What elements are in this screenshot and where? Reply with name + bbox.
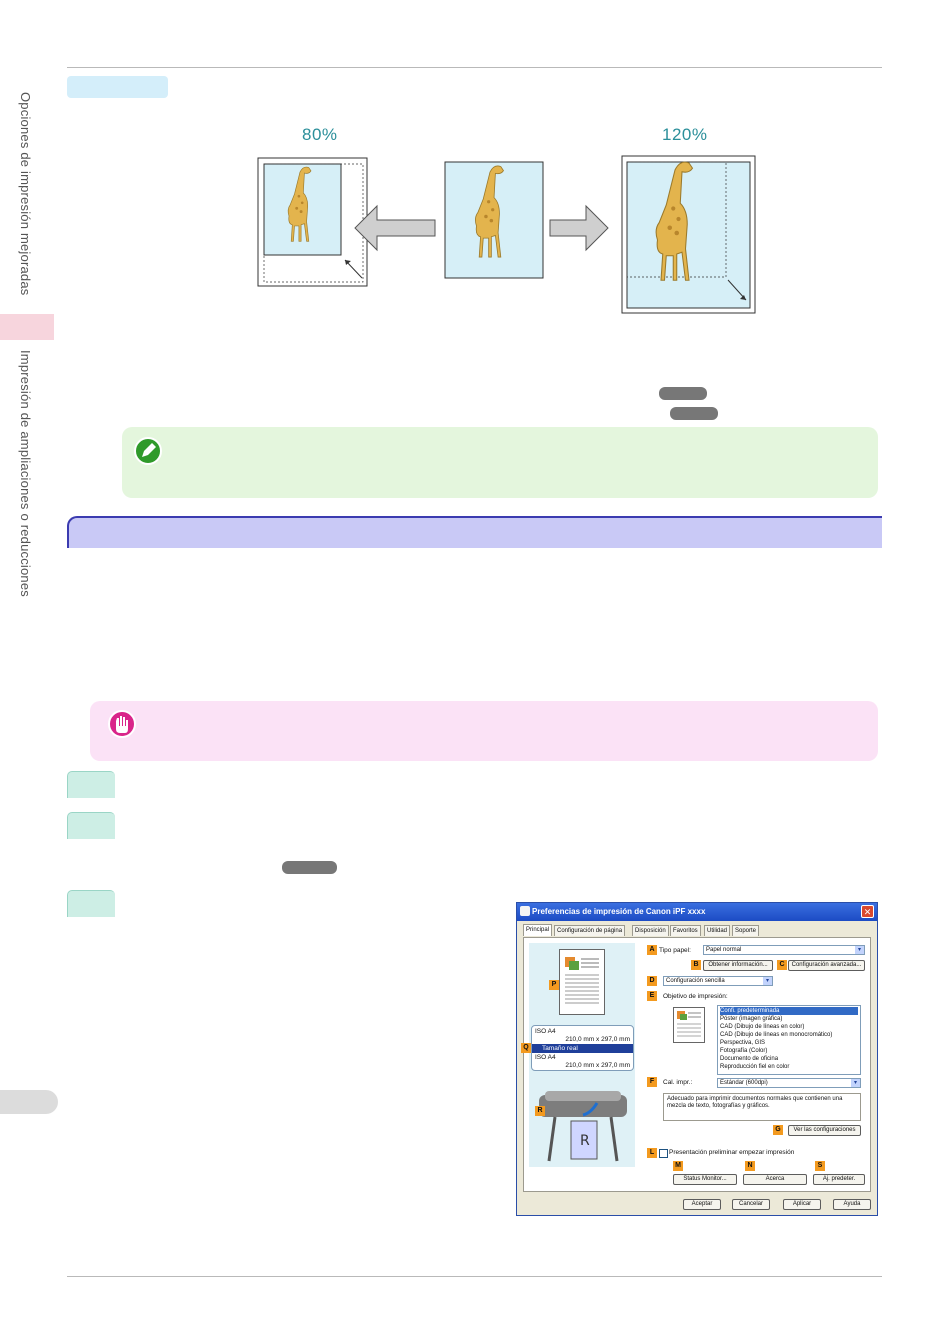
size-summary-box: ISO A4 210,0 mm x 297,0 mm Tamaño real I… <box>531 1025 634 1071</box>
callout-q: Q <box>521 1043 531 1053</box>
side-tab-marker <box>0 314 54 340</box>
objective-option[interactable]: Fotografía (Color) <box>720 1048 768 1054</box>
media-type-select[interactable]: Papel normal ▾ <box>703 945 865 955</box>
objective-option[interactable]: Documento de oficina <box>720 1056 779 1062</box>
callout-e: E <box>647 991 657 1001</box>
callout-m: M <box>673 1161 683 1171</box>
svg-text:R: R <box>580 1133 590 1149</box>
objective-option[interactable]: Póster (imagen gráfica) <box>720 1016 783 1022</box>
objective-document-icon <box>673 1007 705 1043</box>
side-section-title: Impresión de ampliaciones o reducciones <box>18 350 33 597</box>
page-reference-badge[interactable] <box>670 407 718 420</box>
side-chapter-title: Opciones de impresión mejoradas <box>18 92 33 296</box>
bottom-rule <box>67 1276 882 1277</box>
objective-option[interactable]: CAD (Dibujo de líneas en color) <box>720 1024 805 1030</box>
step-2-tab <box>67 812 115 839</box>
callout-g: G <box>773 1125 783 1135</box>
page-reference-badge[interactable] <box>282 861 337 874</box>
step-3-tab <box>67 890 115 917</box>
label-80-percent: 80% <box>302 125 338 144</box>
label-120-percent: 120% <box>662 125 708 144</box>
callout-d: D <box>647 976 657 986</box>
help-button[interactable]: Ayuda <box>833 1199 871 1210</box>
tab-favorites[interactable]: Favoritos <box>670 925 701 936</box>
status-monitor-button[interactable]: Status Monitor... <box>673 1174 737 1185</box>
defaults-button[interactable]: Aj. predeter. <box>813 1174 865 1185</box>
tab-page-setup[interactable]: Configuración de página <box>554 925 626 936</box>
callout-c: C <box>777 960 787 970</box>
objective-list[interactable]: Confi. predeterminada Póster (imagen grá… <box>717 1005 861 1075</box>
callout-n: N <box>745 1161 755 1171</box>
media-type-label: Tipo papel: <box>659 947 691 954</box>
callout-b: B <box>691 960 701 970</box>
callout-l: L <box>647 1148 657 1158</box>
output-dims: 210,0 mm x 297,0 mm <box>565 1062 630 1069</box>
view-settings-button[interactable]: Ver las configuraciones <box>788 1125 861 1136</box>
note-box <box>122 427 878 498</box>
top-rule <box>67 67 882 68</box>
description-box: Adecuado para imprimir documentos normal… <box>663 1093 861 1121</box>
original-size: ISO A4 <box>535 1028 556 1035</box>
page-120-percent <box>621 155 756 314</box>
dialog-title-bar[interactable]: Preferencias de impresión de Canon iPF x… <box>517 903 877 921</box>
callout-a: A <box>647 945 657 955</box>
get-info-button[interactable]: Obtener información... <box>703 960 773 971</box>
objective-option[interactable]: Perspectiva, GIS <box>720 1040 766 1046</box>
printer-illustration: R <box>539 1091 627 1162</box>
quality-value: Estándar (600dpi) <box>720 1080 768 1086</box>
ok-button[interactable]: Aceptar <box>683 1199 721 1210</box>
page-preview-thumbnail <box>559 949 605 1015</box>
dialog-title: Preferencias de impresión de Canon iPF x… <box>532 907 706 916</box>
chevron-down-icon: ▾ <box>851 1079 860 1087</box>
close-icon[interactable]: ✕ <box>861 905 874 918</box>
callout-p: P <box>549 980 559 990</box>
callout-s: S <box>815 1161 825 1171</box>
media-type-value: Papel normal <box>706 947 742 953</box>
section-heading-bar <box>67 516 882 548</box>
tab-support[interactable]: Soporte <box>732 925 760 936</box>
important-box <box>90 701 878 761</box>
chevron-down-icon: ▾ <box>855 946 864 954</box>
mode-select[interactable]: Configuración sencilla ▾ <box>663 976 773 986</box>
tab-principal[interactable]: Principal <box>523 924 553 936</box>
callout-f: F <box>647 1077 657 1087</box>
quality-select[interactable]: Estándar (600dpi) ▾ <box>717 1078 861 1088</box>
objective-option[interactable]: CAD (Dibujo de líneas en monocromático) <box>720 1032 833 1038</box>
chevron-down-icon: ▾ <box>763 977 772 985</box>
page-80-percent <box>257 157 368 287</box>
important-hand-icon <box>108 710 136 738</box>
output-size: ISO A4 <box>535 1054 556 1061</box>
scale-mode: Tamaño real <box>542 1045 578 1052</box>
page-reference-badge[interactable] <box>659 387 707 400</box>
note-pencil-icon <box>134 437 162 465</box>
about-button[interactable]: Acerca <box>743 1174 807 1185</box>
apply-button[interactable]: Aplicar <box>783 1199 821 1210</box>
preview-checkbox-label: Presentación preliminar empezar impresió… <box>669 1149 795 1156</box>
preview-checkbox[interactable] <box>659 1149 668 1158</box>
example-heading-chip <box>67 76 168 98</box>
cancel-button[interactable]: Cancelar <box>732 1199 770 1210</box>
step-1-tab <box>67 771 115 798</box>
mode-value: Configuración sencilla <box>666 978 725 984</box>
original-dims: 210,0 mm x 297,0 mm <box>565 1036 630 1043</box>
scaling-illustration <box>257 155 756 314</box>
page-original <box>444 161 544 279</box>
printer-icon <box>520 906 530 916</box>
printer-preferences-dialog: Preferencias de impresión de Canon iPF x… <box>516 902 878 1216</box>
objective-option[interactable]: Reproducción fiel en color <box>720 1064 790 1070</box>
side-page-tab <box>0 1090 58 1114</box>
callout-r: R <box>535 1106 545 1116</box>
objective-option[interactable]: Confi. predeterminada <box>720 1007 858 1015</box>
objective-label: Objetivo de impresión: <box>663 993 728 1000</box>
quality-label: Cal. impr.: <box>663 1079 693 1086</box>
tab-layout[interactable]: Disposición <box>632 925 669 936</box>
tab-utility[interactable]: Utilidad <box>704 925 731 936</box>
scale-mode-row <box>532 1044 633 1053</box>
advanced-settings-button[interactable]: Configuración avanzada... <box>788 960 865 971</box>
